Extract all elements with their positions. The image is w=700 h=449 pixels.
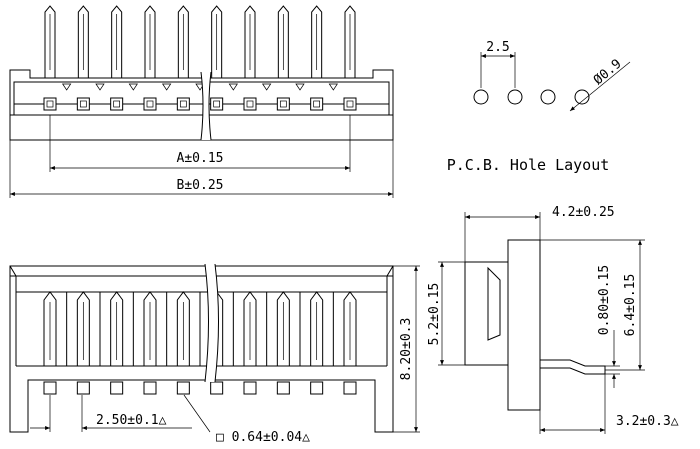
side-depth: 4.2±0.25 xyxy=(552,205,615,220)
side-pin xyxy=(539,359,606,375)
side-pin-length: 3.2±0.3△ xyxy=(616,414,679,429)
front-pin xyxy=(110,291,134,395)
front-pins xyxy=(43,291,357,395)
front-pin xyxy=(243,291,268,395)
top-pin xyxy=(295,5,324,111)
front-pin xyxy=(343,291,357,395)
front-pin xyxy=(76,291,101,395)
pcb-hole-layout: 2.5 Ø0.9 P.C.B. Hole Layout xyxy=(447,40,631,174)
top-pin xyxy=(62,5,90,111)
pcb-hole xyxy=(507,89,523,105)
top-housing-outline xyxy=(9,69,394,141)
front-pin xyxy=(176,291,201,395)
front-height: 8.20±0.3 xyxy=(399,318,414,381)
top-pin xyxy=(328,5,357,111)
side-left-height: 5.2±0.15 xyxy=(427,283,442,346)
top-pin xyxy=(228,5,257,111)
hole-diameter: Ø0.9 xyxy=(591,57,625,89)
front-pin xyxy=(276,291,301,395)
front-housing-outline xyxy=(9,265,394,433)
dim-a: A±0.15 xyxy=(177,151,224,166)
front-pin xyxy=(143,291,168,395)
side-pin-offset: 0.80±0.15 xyxy=(597,265,612,335)
top-housing-inner xyxy=(13,81,390,116)
side-body-back xyxy=(507,239,541,411)
side-latch xyxy=(464,261,509,366)
pcb-pitch: 2.5 xyxy=(486,40,509,55)
top-pin xyxy=(262,5,290,111)
side-view: 5.2±0.15 4.2±0.25 6.4±0.15 0.80±0.15 3.2… xyxy=(427,205,679,434)
pcb-hole xyxy=(473,89,489,105)
top-pin xyxy=(128,5,157,111)
front-pitch: 2.50±0.1△ xyxy=(96,413,167,428)
top-pin xyxy=(43,5,57,111)
top-pin xyxy=(162,5,190,111)
top-view: A±0.15 B±0.25 xyxy=(9,5,394,198)
pcb-hole xyxy=(540,89,556,105)
front-pin xyxy=(310,291,334,395)
top-pin xyxy=(95,5,124,111)
pcb-hole xyxy=(574,89,590,105)
side-right-height: 6.4±0.15 xyxy=(623,274,638,337)
top-pin xyxy=(195,5,224,111)
top-pins xyxy=(43,5,357,111)
front-pin xyxy=(43,291,68,395)
pcb-caption: P.C.B. Hole Layout xyxy=(447,156,610,174)
dim-b: B±0.25 xyxy=(177,178,224,193)
front-view: 8.20±0.3 2.50±0.1△ □ 0.64±0.04△ xyxy=(9,263,420,445)
pin-size: □ 0.64±0.04△ xyxy=(216,430,310,445)
